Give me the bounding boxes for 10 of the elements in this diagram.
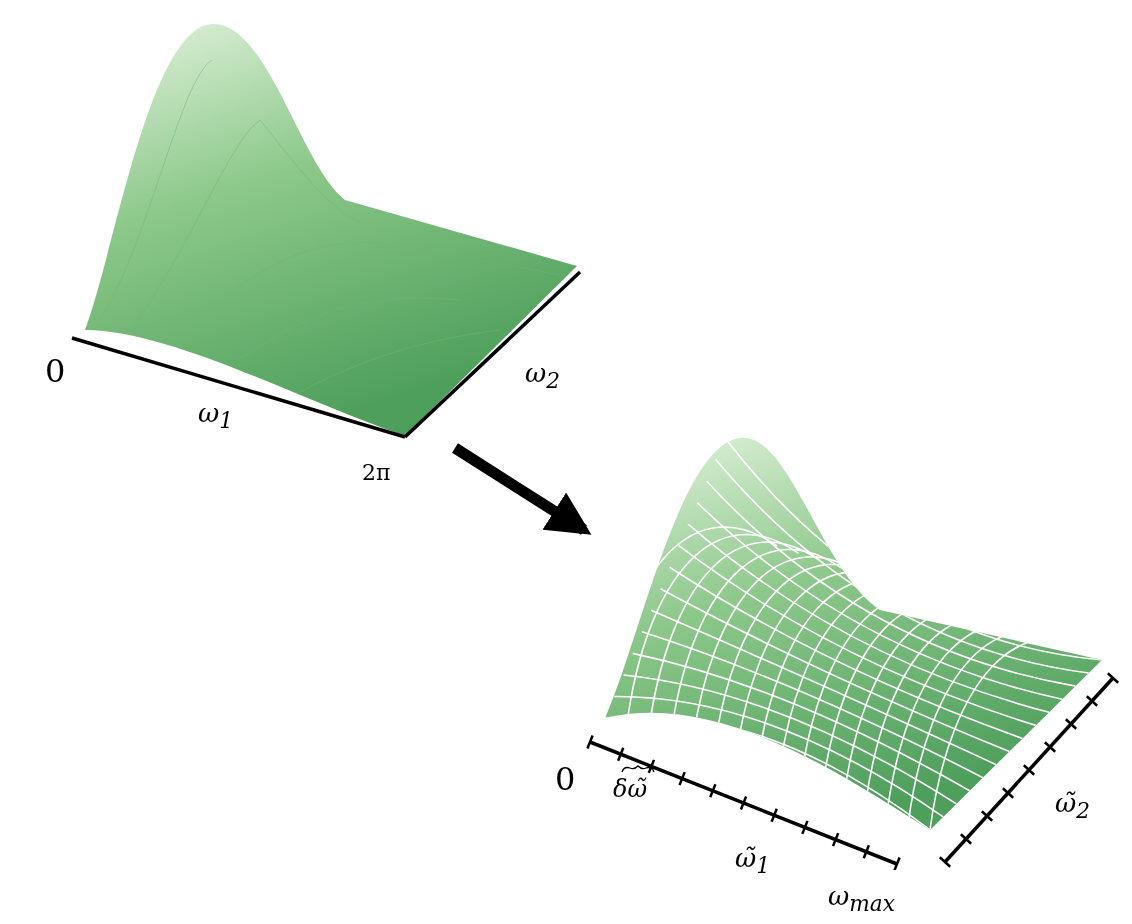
arrow — [452, 443, 592, 535]
axis-label: ω$_{1}$ — [198, 400, 233, 432]
axis-label: 2π — [362, 462, 391, 484]
axis-label: 0 — [555, 763, 576, 795]
axis-label: ω$_{2}$ — [525, 360, 560, 392]
axis-label: ω̃$_{2}$ — [1055, 790, 1090, 822]
axis-label: ω$_{max}$ — [828, 883, 895, 915]
axis-label: ω̃$_{1}$ — [735, 845, 770, 877]
axis-label: 0 — [45, 355, 66, 387]
tick-spacing-label: δω̃ — [613, 777, 648, 801]
